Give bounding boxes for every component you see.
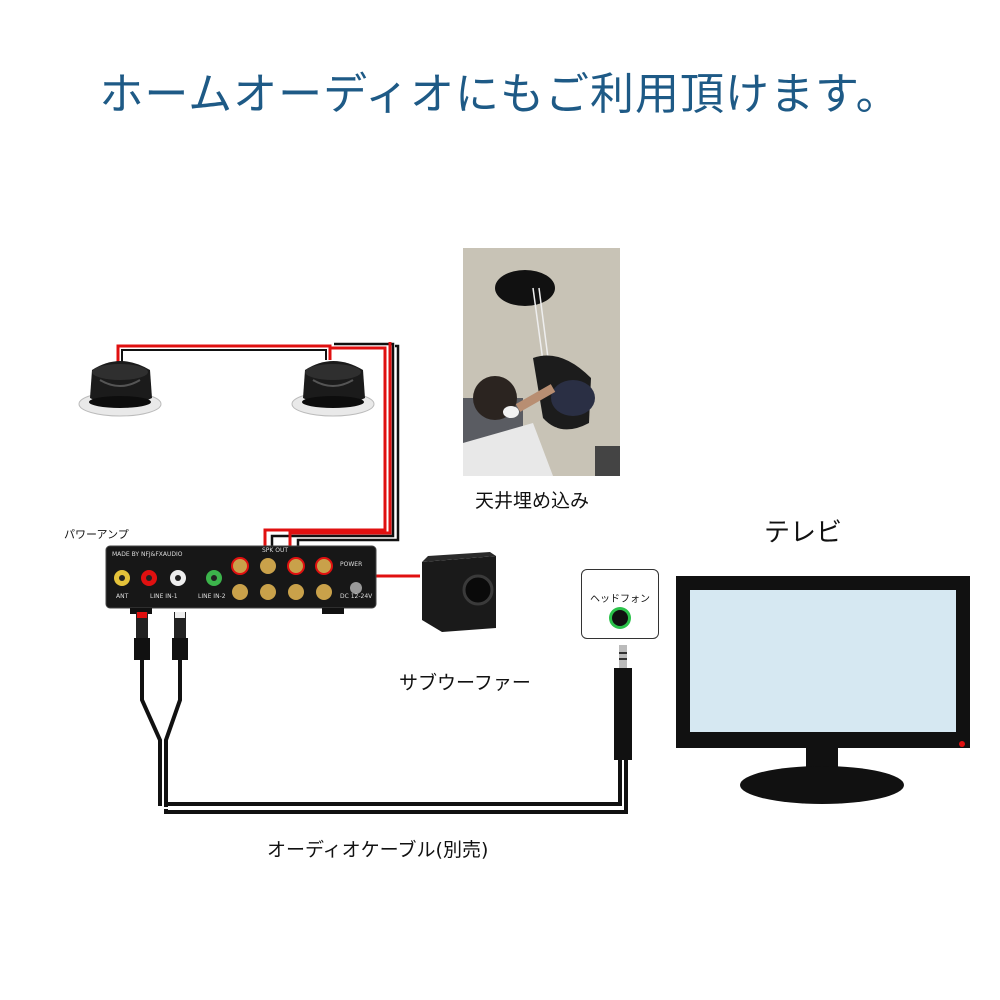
amp-spkout-text: SPK OUT	[262, 547, 288, 554]
cable-label: オーディオケーブル(別売)	[267, 839, 489, 861]
power-amplifier: MADE BY NFJ&FXAUDIO ANT LINE IN-1 LINE I…	[105, 545, 377, 614]
tv-screen	[690, 590, 956, 732]
subwoofer	[422, 552, 496, 632]
page-title: ホームオーディオにもご利用頂けます。	[99, 69, 901, 120]
amp-ant-text: ANT	[116, 593, 129, 600]
audio-cable	[134, 612, 632, 814]
subwoofer-label: サブウーファー	[399, 672, 531, 694]
amp-power-text: POWER	[340, 561, 362, 568]
ceiling-speaker-right	[291, 361, 375, 417]
headphone-jack-icon	[612, 610, 628, 626]
amp-line2-text: LINE IN-2	[198, 593, 226, 600]
amp-dc-text: DC 12-24V	[340, 593, 373, 600]
headphone-jack-callout: ヘッドフォン	[581, 569, 659, 639]
tv-label: テレビ	[764, 518, 843, 548]
ceiling-installation-photo	[463, 248, 620, 476]
ceiling-label: 天井埋め込み	[475, 490, 590, 512]
headphone-label: ヘッドフォン	[590, 594, 650, 605]
amp-line1-text: LINE IN-1	[150, 593, 178, 600]
tv-power-led	[959, 741, 965, 747]
amp-brand-text: MADE BY NFJ&FXAUDIO	[112, 551, 183, 558]
amp-label: パワーアンプ	[64, 528, 129, 541]
television	[676, 576, 970, 804]
ceiling-speaker-left	[78, 361, 162, 417]
